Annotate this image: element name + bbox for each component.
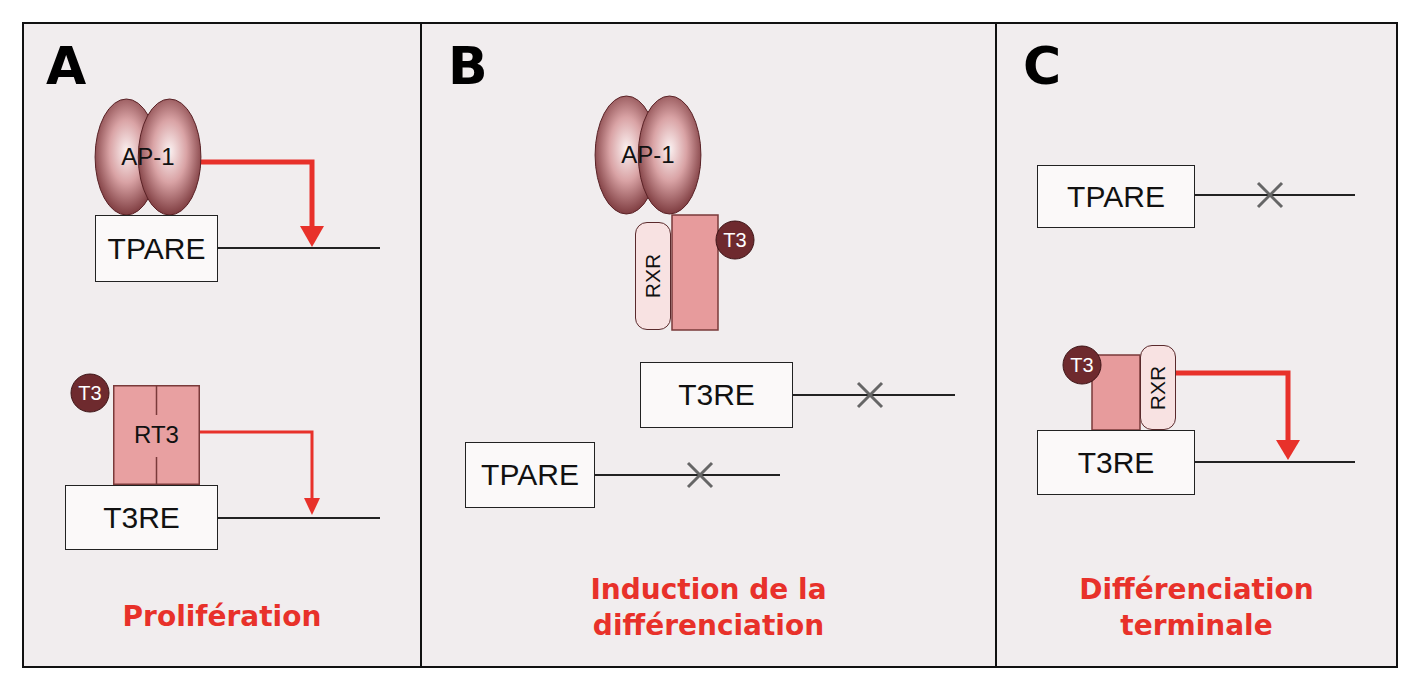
figure-panel: AP-1RXR T3T3RE TPARE B Induction de la diffé…: [420, 22, 997, 668]
response-element-box: T3RE: [640, 362, 793, 428]
response-element-box: T3RE: [65, 485, 218, 550]
panel-caption: Prolifération: [42, 599, 402, 635]
node-label: AP-1: [621, 141, 674, 169]
hormone-circle: T3: [715, 220, 755, 260]
node-label: T3: [78, 382, 101, 405]
figure-panel: TPARE T3 RXR T3RE C Différenciation terminale: [995, 22, 1398, 668]
node-label: AP-1: [121, 143, 174, 171]
node-label: T3: [723, 229, 746, 252]
panel-ground: [22, 22, 1398, 668]
ap1-dimer: AP-1: [94, 98, 202, 216]
node-label: RXR: [641, 254, 665, 298]
node-label: T3: [1070, 354, 1093, 377]
response-element-box: TPARE: [95, 215, 218, 282]
gene-lines: [218, 195, 1355, 518]
panel-caption: Différenciation terminale: [1032, 572, 1362, 645]
arrow-head: [300, 226, 1300, 515]
response-element-box: T3RE: [1037, 430, 1195, 495]
panel-letter: C: [1023, 40, 1061, 92]
receptor-box: RT3: [113, 385, 200, 485]
node-label: RXR: [1146, 365, 1170, 409]
rxr-box: RXR: [1140, 345, 1176, 430]
node-label: TPARE: [1067, 180, 1165, 214]
response-element-box: TPARE: [465, 442, 595, 508]
hormone-circle: T3: [1062, 345, 1102, 385]
panel-letter: B: [448, 40, 488, 92]
ap1-dimer: AP-1: [594, 95, 702, 215]
receptor-box: [672, 215, 718, 330]
figure-panel: AP-1TPARE T3RT3T3RE A Prolifération: [22, 22, 422, 668]
node-label: T3RE: [678, 378, 755, 412]
node-label: RT3: [134, 421, 179, 449]
activation-arrow: [200, 162, 1288, 500]
panel-caption: Induction de la différenciation: [539, 572, 879, 645]
response-element-box: TPARE: [1037, 165, 1195, 228]
node-label: TPARE: [108, 232, 206, 266]
node-label: TPARE: [481, 458, 579, 492]
hormone-circle: T3: [70, 373, 110, 413]
node-label: T3RE: [103, 501, 180, 535]
node-label: T3RE: [1078, 446, 1155, 480]
panel-letter: A: [46, 40, 86, 92]
rxr-box: RXR: [635, 222, 671, 330]
